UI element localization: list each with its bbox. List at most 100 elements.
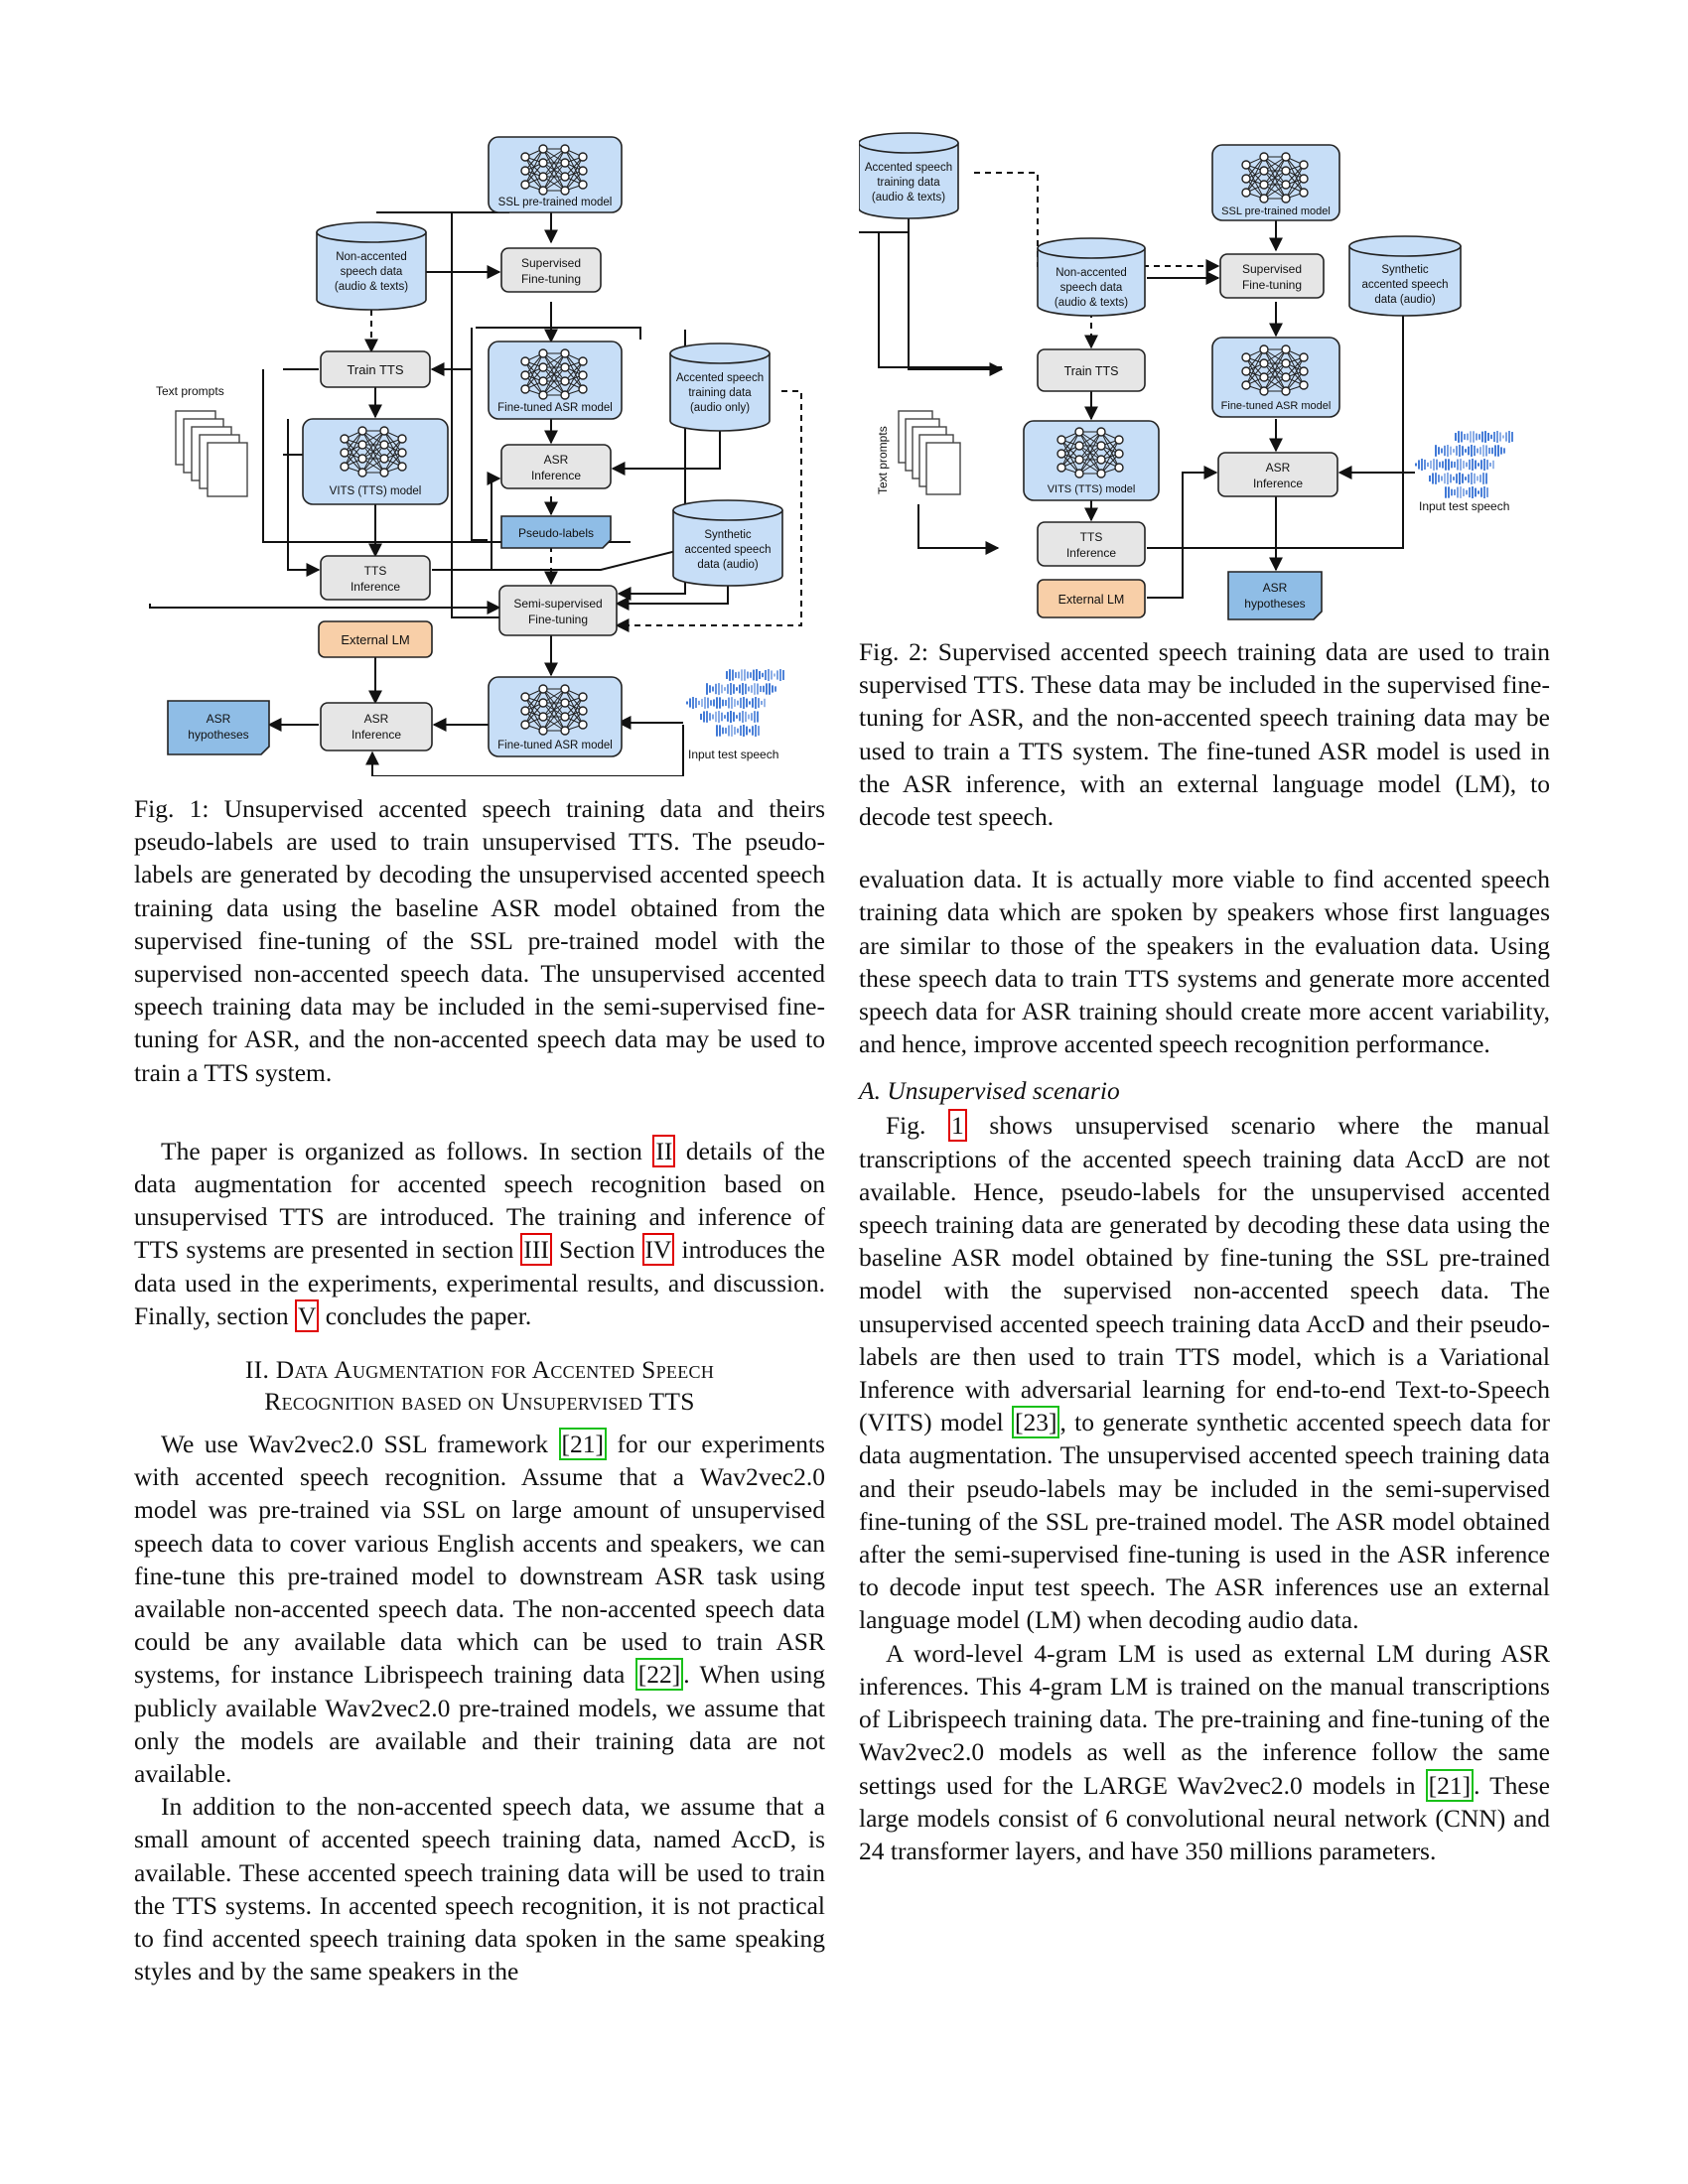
svg-text:Supervised: Supervised	[1242, 262, 1302, 276]
section-ref-link[interactable]: II	[652, 1134, 676, 1167]
svg-text:Train TTS: Train TTS	[347, 362, 403, 377]
svg-text:Text prompts: Text prompts	[876, 426, 890, 494]
asr-hypotheses-node: ASR hypotheses	[1227, 571, 1323, 620]
svg-text:Inference: Inference	[531, 469, 581, 482]
text-prompts-node: Text prompts	[876, 410, 961, 495]
subsection-heading: A. Unsupervised scenario	[859, 1076, 1120, 1106]
fine-tuned-asr-model-node: Fine-tuned ASR model	[1211, 337, 1340, 418]
svg-text:ASR: ASR	[1266, 461, 1291, 475]
svg-text:Semi-supervised: Semi-supervised	[513, 597, 602, 611]
input-test-speech-label: Input test speech	[1419, 499, 1509, 513]
svg-text:Synthetic: Synthetic	[704, 529, 752, 541]
neural-network-icon	[1241, 344, 1309, 396]
synthetic-accented-speech-node: Synthetic accented speech data (audio)	[1348, 235, 1462, 317]
fine-tuned-asr-model-bottom-node: Fine-tuned ASR model	[488, 676, 623, 757]
svg-text:Supervised: Supervised	[521, 256, 581, 270]
svg-text:hypotheses: hypotheses	[1244, 597, 1305, 611]
section-ref-link[interactable]: III	[520, 1233, 552, 1267]
svg-text:Pseudo-labels: Pseudo-labels	[518, 526, 594, 540]
citation-link[interactable]: [23]	[1012, 1406, 1060, 1439]
external-lm-node: External LM	[318, 620, 433, 658]
neural-network-icon	[520, 144, 588, 196]
asr-hypotheses-node: ASR hypotheses	[167, 700, 270, 755]
svg-text:Train TTS: Train TTS	[1064, 364, 1119, 378]
neural-network-icon	[520, 348, 588, 400]
svg-text:Synthetic: Synthetic	[1381, 264, 1429, 276]
svg-text:accented speech: accented speech	[1362, 279, 1449, 291]
svg-text:External LM: External LM	[341, 632, 409, 647]
ssl-pretrained-model-node: SSL pre-trained model	[488, 136, 623, 213]
svg-text:VITS (TTS) model: VITS (TTS) model	[1048, 483, 1136, 495]
svg-text:(audio & texts): (audio & texts)	[872, 192, 945, 204]
svg-text:Non-accented: Non-accented	[336, 251, 407, 263]
svg-text:speech data: speech data	[341, 266, 403, 278]
svg-text:Fine-tuned ASR model: Fine-tuned ASR model	[497, 740, 613, 751]
non-accented-speech-data-node: Non-accented speech data (audio & texts)	[1037, 237, 1146, 317]
citation-link[interactable]: [22]	[634, 1658, 684, 1692]
accented-speech-audio-only-node: Accented speech training data (audio onl…	[669, 342, 771, 432]
audio-waveform-icon	[1415, 431, 1513, 498]
figure-2-diagram: Accented speech training data (audio & t…	[859, 132, 1513, 620]
neural-network-icon	[340, 426, 407, 478]
figure-2: Accented speech training data (audio & t…	[859, 131, 1550, 625]
asr-inference-node: ASR Inference	[1217, 452, 1338, 497]
svg-text:Inference: Inference	[1066, 546, 1116, 560]
svg-text:Accented speech: Accented speech	[676, 372, 764, 384]
ssl-label: SSL pre-trained model	[498, 197, 613, 208]
vits-tts-model-node: VITS (TTS) model	[1023, 420, 1160, 501]
body-paragraph: Fig. 1 shows unsupervised scenario where…	[859, 1109, 1550, 1635]
svg-text:ASR: ASR	[207, 712, 231, 726]
supervised-fine-tuning-node: Supervised Fine-tuning	[500, 247, 602, 293]
svg-text:data (audio): data (audio)	[697, 559, 759, 571]
svg-text:Accented speech: Accented speech	[865, 162, 952, 174]
svg-text:Text prompts: Text prompts	[156, 384, 224, 398]
svg-text:Fine-tuned ASR model: Fine-tuned ASR model	[1221, 400, 1332, 412]
pseudo-labels-node: Pseudo-labels	[500, 515, 612, 549]
figure-1-diagram: SSL pre-trained model Supervised Fine-tu…	[149, 136, 802, 776]
input-test-speech-label: Input test speech	[688, 748, 778, 761]
section-ref-link[interactable]: V	[294, 1298, 320, 1332]
svg-text:TTS: TTS	[364, 564, 387, 578]
svg-text:TTS: TTS	[1080, 530, 1103, 544]
svg-text:speech data: speech data	[1060, 282, 1123, 294]
train-tts-node: Train TTS	[320, 350, 431, 388]
right-column: Accented speech training data (audio & t…	[859, 131, 1550, 1867]
svg-text:training data: training data	[877, 177, 940, 189]
text-prompts-node: Text prompts	[156, 384, 248, 497]
svg-text:(audio only): (audio only)	[690, 402, 750, 414]
figure-1-caption: Fig. 1: Unsupervised accented speech tra…	[134, 794, 825, 1087]
citation-link[interactable]: [21]	[1425, 1768, 1475, 1802]
tts-inference-node: TTS Inference	[320, 555, 431, 601]
neural-network-icon	[1056, 427, 1124, 478]
body-paragraph: evaluation data. It is actually more via…	[859, 865, 1550, 1059]
figure-2-caption: Fig. 2: Supervised accented speech train…	[859, 637, 1550, 832]
svg-text:SSL pre-trained model: SSL pre-trained model	[1221, 205, 1331, 217]
external-lm-node: External LM	[1037, 579, 1146, 618]
svg-text:Inference: Inference	[1253, 477, 1303, 490]
ssl-pretrained-model-node: SSL pre-trained model	[1211, 144, 1340, 221]
svg-text:(audio & texts): (audio & texts)	[335, 281, 408, 293]
asr-inference-bottom-node: ASR Inference	[320, 702, 433, 751]
neural-network-icon	[1241, 152, 1309, 204]
neural-network-icon	[520, 684, 588, 736]
svg-text:ASR: ASR	[1263, 581, 1288, 595]
svg-text:Inference: Inference	[351, 580, 400, 594]
citation-link[interactable]: [21]	[558, 1428, 608, 1461]
fig2-connectors	[859, 172, 1415, 599]
svg-text:(audio & texts): (audio & texts)	[1055, 297, 1128, 309]
svg-text:Fine-tuning: Fine-tuning	[528, 613, 588, 626]
non-accented-speech-data-node: Non-accented speech data (audio & texts)	[316, 221, 427, 311]
section-heading: II. Data Augmentation for Accented Speec…	[244, 1355, 715, 1417]
figure-ref-link[interactable]: 1	[947, 1109, 967, 1143]
svg-text:accented speech: accented speech	[685, 544, 772, 556]
body-paragraph: In addition to the non-accented speech d…	[134, 1792, 825, 1986]
intro-paragraph: The paper is organized as follows. In se…	[134, 1134, 825, 1332]
asr-inference-node: ASR Inference	[500, 444, 612, 489]
figure-1: SSL pre-trained model Supervised Fine-tu…	[134, 131, 825, 776]
section-ref-link[interactable]: IV	[641, 1233, 675, 1267]
fine-tuned-asr-model-node: Fine-tuned ASR model	[488, 341, 623, 420]
accented-speech-training-data-node: Accented speech training data (audio & t…	[859, 132, 959, 219]
left-column: SSL pre-trained model Supervised Fine-tu…	[134, 131, 825, 1988]
svg-text:Fine-tuning: Fine-tuning	[1242, 278, 1302, 292]
svg-text:VITS (TTS) model: VITS (TTS) model	[330, 485, 422, 497]
